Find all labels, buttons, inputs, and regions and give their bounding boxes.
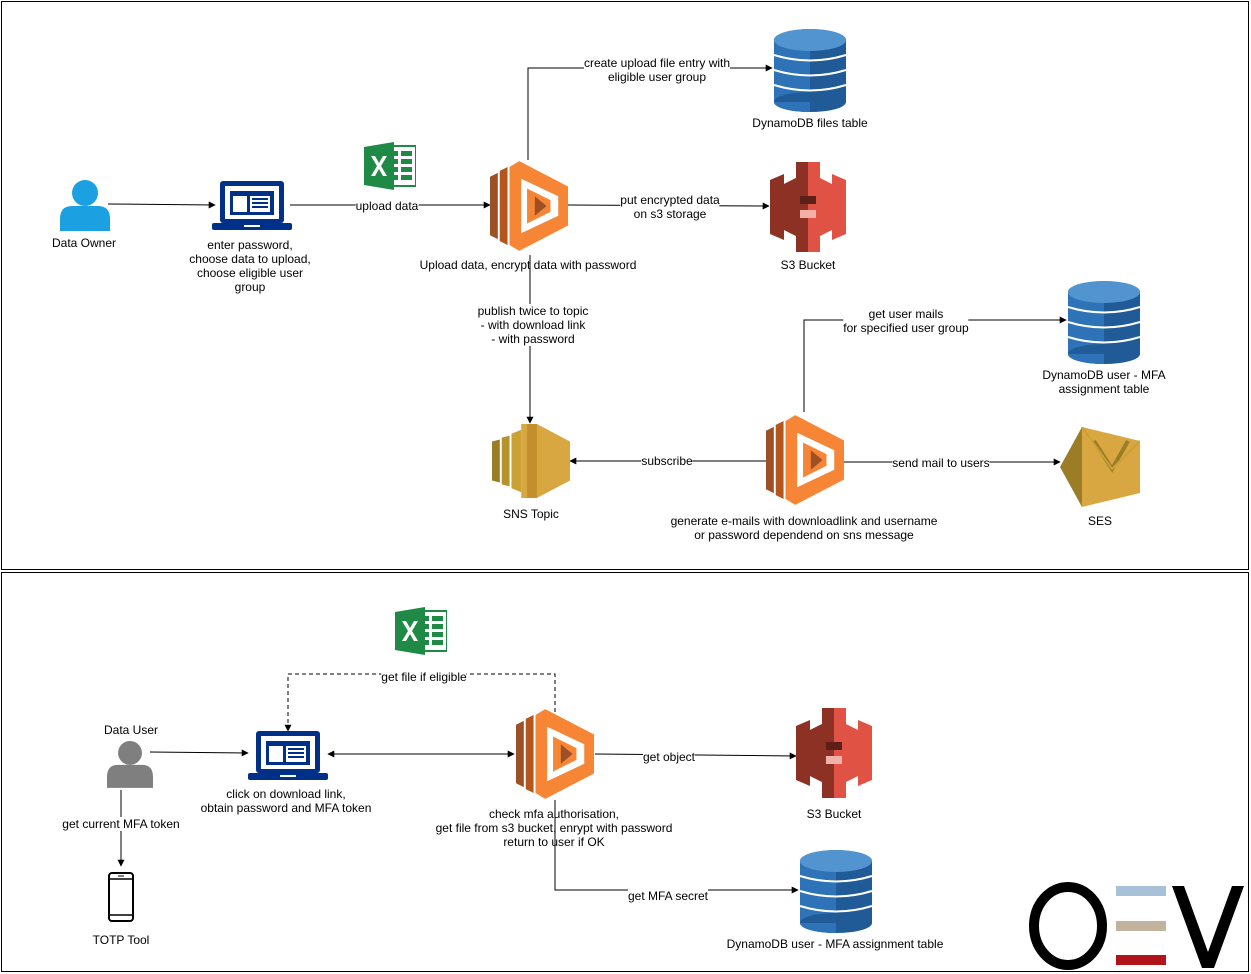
aws-lambda-icon: [766, 415, 844, 505]
logo-bar-red: [1116, 955, 1166, 965]
download-flow-panel: [1, 572, 1249, 972]
get-file-label: get file if eligible: [381, 670, 467, 684]
s3-bucket-label: S3 Bucket: [780, 258, 836, 272]
aws-dynamodb-icon: [799, 849, 873, 933]
laptop-icon: [248, 731, 328, 780]
aws-dynamodb-icon: [1067, 280, 1141, 364]
aws-lambda-icon: [516, 709, 594, 799]
dynamodb-mfa-label: DynamoDB user - MFA assignment table: [726, 937, 944, 951]
data-user-label: Data User: [103, 723, 159, 737]
aws-sns-icon: [492, 423, 570, 499]
owner-to-laptop-arrow: [107, 201, 216, 209]
put-encrypted-label: put encrypted data on s3 storage: [620, 193, 720, 221]
send-mail-label: send mail to users: [892, 456, 990, 470]
create-entry-label: create upload file entry with eligible u…: [583, 56, 731, 84]
aws-ses-icon: [1060, 427, 1140, 507]
subscribe-label: subscribe: [641, 454, 693, 468]
download-lambda-caption: check mfa authorisation, get file from s…: [435, 807, 673, 849]
get-user-mails-label: get user mails for specified user group: [843, 307, 969, 335]
get-object-arrow: [594, 752, 797, 760]
dynamodb-mfa-label: DynamoDB user - MFA assignment table: [1042, 368, 1166, 396]
excel-icon: [364, 142, 416, 190]
data-owner-label: Data Owner: [51, 236, 117, 250]
person-icon: [60, 180, 110, 231]
get-mfa-token-label: get current MFA token: [62, 817, 180, 831]
aws-dynamodb-icon: [773, 28, 847, 112]
laptop-icon: [212, 181, 292, 230]
user-to-laptop-arrow: [149, 749, 249, 757]
upload-data-label: upload data: [355, 199, 419, 213]
mobile-phone-icon: [108, 872, 134, 922]
user-laptop-caption: click on download link, obtain password …: [200, 787, 372, 815]
get-user-mails-arrow: [803, 316, 1067, 412]
ses-label: SES: [1087, 514, 1113, 528]
download-flow-connectors: [117, 673, 799, 894]
get-mfa-secret-label: get MFA secret: [627, 889, 709, 903]
publish-label: publish twice to topic - with download l…: [477, 304, 589, 346]
aws-lambda-icon: [490, 161, 568, 251]
totp-tool-label: TOTP Tool: [92, 933, 150, 947]
get-mfa-secret-arrow: [554, 800, 799, 894]
get-object-label: get object: [642, 750, 696, 764]
upload-flow-panel: [1, 1, 1249, 570]
s3-bucket-label: S3 Bucket: [806, 807, 862, 821]
aws-s3-icon: [770, 162, 846, 252]
generate-lambda-caption: generate e-mails with downloadlink and u…: [670, 514, 938, 542]
owner-laptop-caption: enter password, choose data to upload, c…: [189, 238, 311, 294]
person-icon: [107, 741, 153, 788]
logo-bar-beige: [1116, 921, 1166, 931]
logo-bar-blue: [1116, 886, 1166, 896]
oev-logo: [1029, 882, 1244, 970]
upload-lambda-caption: Upload data, encrypt data with password: [419, 258, 637, 272]
sns-topic-label: SNS Topic: [503, 507, 559, 521]
dynamodb-files-label: DynamoDB files table: [752, 116, 868, 130]
aws-s3-icon: [796, 708, 872, 798]
excel-icon: [395, 607, 447, 655]
